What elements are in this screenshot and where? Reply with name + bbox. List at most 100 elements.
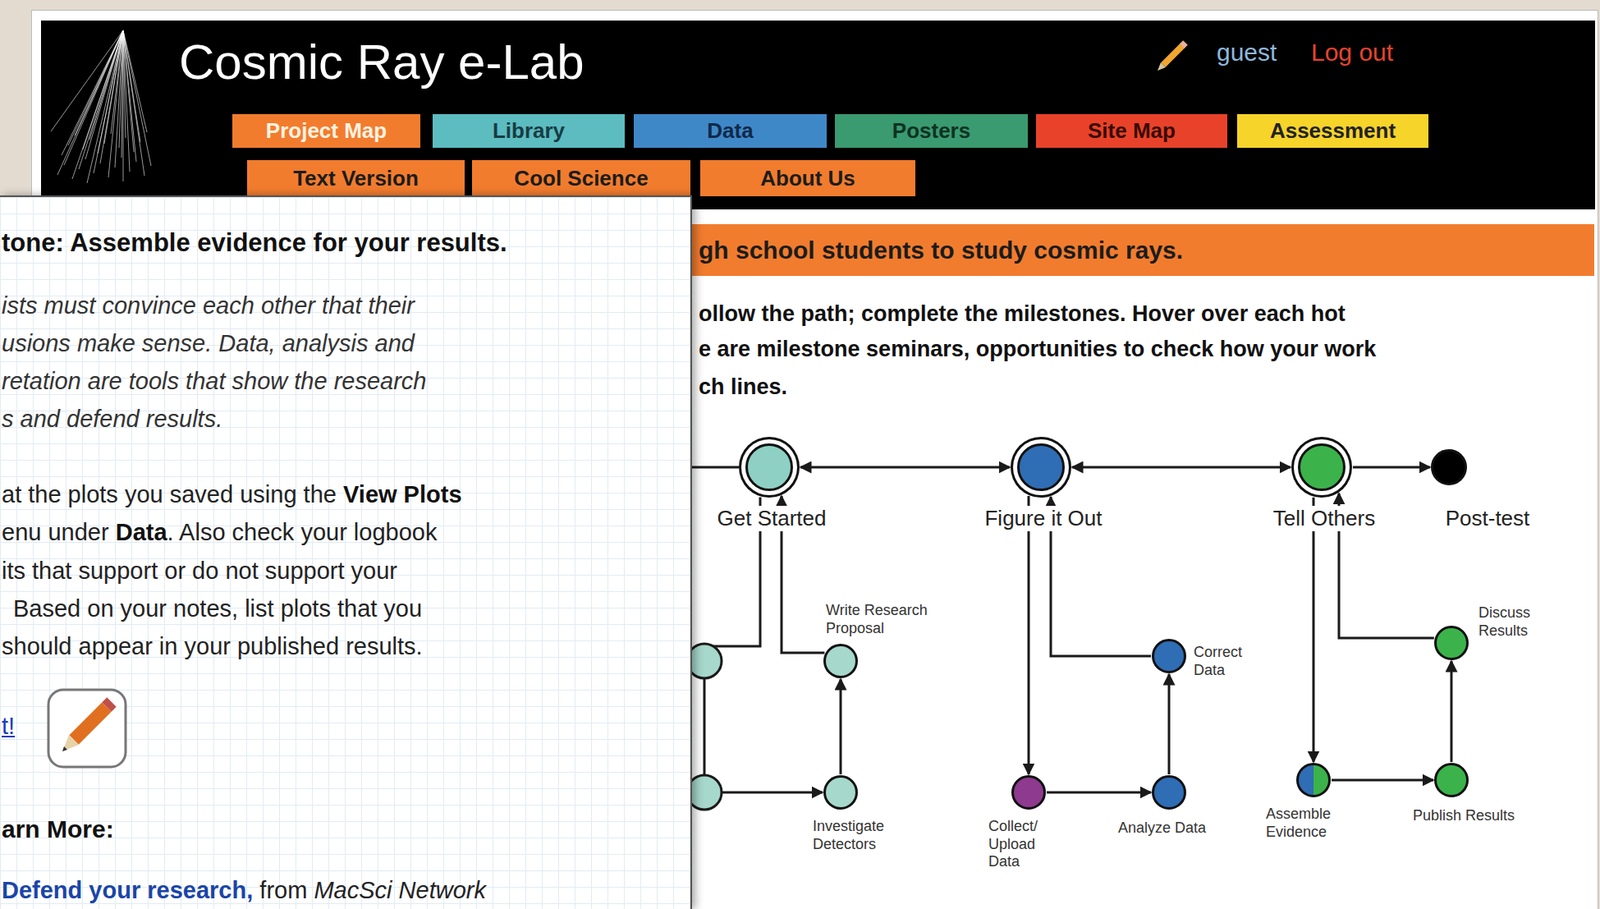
text-line: ists must convince each other that their	[1, 292, 415, 320]
nav-tab: About Us	[700, 160, 916, 197]
text-line: should appear in your published results.	[1, 632, 423, 661]
shower-ray	[68, 30, 124, 146]
header-bar: Cosmic Ray e-LabguestLog outProject MapL…	[41, 20, 1596, 210]
shower-ray	[57, 30, 124, 175]
tab-label: Assessment	[1269, 118, 1396, 144]
popup-text: from	[259, 876, 308, 904]
popup-panel: tone: Assemble evidence for your results…	[0, 195, 693, 909]
connector-arrow	[800, 466, 1010, 469]
banner-text: gh school students to study cosmic rays.	[698, 236, 1183, 265]
tab-label: Text Version	[293, 165, 419, 192]
shower-ray	[123, 30, 152, 166]
banner-band: gh school students to study cosmic rays.	[692, 224, 1595, 276]
milestone-label: Figure it Out	[981, 505, 1105, 532]
nav-tab: Data	[633, 114, 827, 148]
instruction-text: e are milestone seminars, opportunities …	[698, 336, 1376, 363]
pencil-body	[1163, 45, 1183, 65]
milestone-circle: Correct Data	[1151, 638, 1187, 674]
tab-label: Cool Science	[513, 165, 648, 192]
shower-ray	[50, 30, 124, 132]
shower-ray	[72, 30, 124, 179]
milestone-circle: Write Research Proposal	[823, 643, 858, 679]
milestone-circle: Assemble Evidence	[1296, 762, 1331, 798]
popup-text: usions make sense. Data, analysis and	[1, 330, 415, 358]
text-line: t!	[1, 712, 15, 740]
nav-tab: Text Version	[247, 160, 465, 197]
shower-ray	[108, 30, 124, 178]
milestone-label: Post-test	[1442, 505, 1534, 532]
milestone-dot	[687, 774, 722, 810]
instruction-text: ch lines.	[698, 374, 788, 400]
popup-text: t!	[1, 712, 15, 740]
tab-label: Project Map	[265, 118, 387, 144]
popup-text: Based on your notes, list plots that you	[13, 595, 422, 623]
popup-text: Data	[115, 518, 168, 546]
milestone-circle: Tell Others	[1297, 443, 1346, 491]
button-frame	[48, 689, 126, 767]
pencil-button	[45, 687, 129, 770]
shower-ray	[74, 30, 124, 136]
shower-ray	[93, 30, 124, 174]
milestone-label: Collect/ Upload Data	[988, 817, 1071, 872]
connector-arrow	[1352, 466, 1431, 469]
nav-tab: Cool Science	[472, 160, 691, 197]
connector-arrow	[1331, 779, 1434, 782]
popup-text: MacSci Network	[313, 876, 486, 904]
milestone-label: Discuss Results	[1478, 604, 1553, 640]
popup-text: . Also check your logbook	[167, 518, 438, 546]
pencil-eraser	[106, 701, 112, 707]
popup-text: retation are tools that show the researc…	[1, 367, 427, 395]
connector-arrow	[1312, 497, 1316, 762]
milestone-circle: Discuss Results	[1434, 625, 1469, 661]
shower-ray	[123, 30, 124, 182]
text-line: Based on your notes, list plots that you	[13, 595, 422, 623]
shower-ray	[114, 30, 124, 168]
popup-text: tone: Assemble evidence for your results…	[1, 228, 508, 258]
tab-label: About Us	[760, 165, 856, 192]
popup-text: should appear in your published results.	[1, 632, 423, 661]
text-line: usions make sense. Data, analysis and	[1, 330, 415, 358]
nav-tab: Site Map	[1036, 114, 1228, 148]
popup-text: at the plots you saved using the	[1, 481, 337, 509]
nav-tab: Project Map	[232, 114, 421, 148]
text-line: at the plots you saved using theView Plo…	[1, 481, 463, 509]
milestone-label: Analyze Data	[1118, 819, 1206, 838]
milestone-label: Investigate Detectors	[812, 817, 912, 853]
milestone-label: Tell Others	[1269, 505, 1379, 532]
popup-text: Defend your research,	[1, 876, 253, 904]
milestone-circle: Collect/ Upload Data	[1011, 774, 1046, 810]
cosmic-shower-icon	[41, 20, 173, 210]
connector-arrow	[839, 678, 843, 775]
milestone-label: Assemble Evidence	[1265, 805, 1357, 841]
shower-ray	[123, 30, 137, 162]
shower-ray	[89, 30, 124, 140]
connector-arrow	[1046, 791, 1151, 794]
milestone-label: Publish Results	[1412, 806, 1515, 826]
milestone-circle: Investigate Detectors	[823, 774, 858, 810]
text-line: its that support or do not support your	[1, 557, 398, 585]
pencil-tip	[62, 734, 79, 752]
tab-label: Posters	[892, 118, 971, 144]
pencil-body	[73, 706, 107, 740]
milestone-circle: Publish Results	[1434, 762, 1469, 798]
milestone-label: Correct Data	[1193, 643, 1260, 679]
pencil-icon	[1153, 38, 1190, 75]
text-line: retation are tools that show the researc…	[1, 367, 427, 395]
text-line: tone: Assemble evidence for your results…	[1, 228, 508, 258]
milestone-label: Get Started	[714, 505, 830, 532]
connector-arrow	[704, 496, 823, 793]
site-title: Cosmic Ray e-Lab	[178, 33, 585, 91]
shower-ray	[123, 30, 145, 176]
connector-arrow	[1450, 660, 1454, 762]
tab-label: Data	[706, 118, 753, 144]
milestone-dot	[687, 643, 722, 679]
text-line: arn More:	[1, 815, 115, 844]
text-line: Defend your research,fromMacSci Network	[1, 876, 486, 904]
tab-label: Site Map	[1087, 118, 1176, 144]
popup-text: its that support or do not support your	[1, 557, 398, 585]
milestone-circle: Post-test	[1430, 449, 1468, 486]
logout-link: Log out	[1311, 38, 1394, 67]
instruction-text: ollow the path; complete the milestones.…	[698, 301, 1346, 327]
connector-arrow	[1027, 495, 1031, 775]
milestone-circle: Figure it Out	[1017, 443, 1065, 491]
